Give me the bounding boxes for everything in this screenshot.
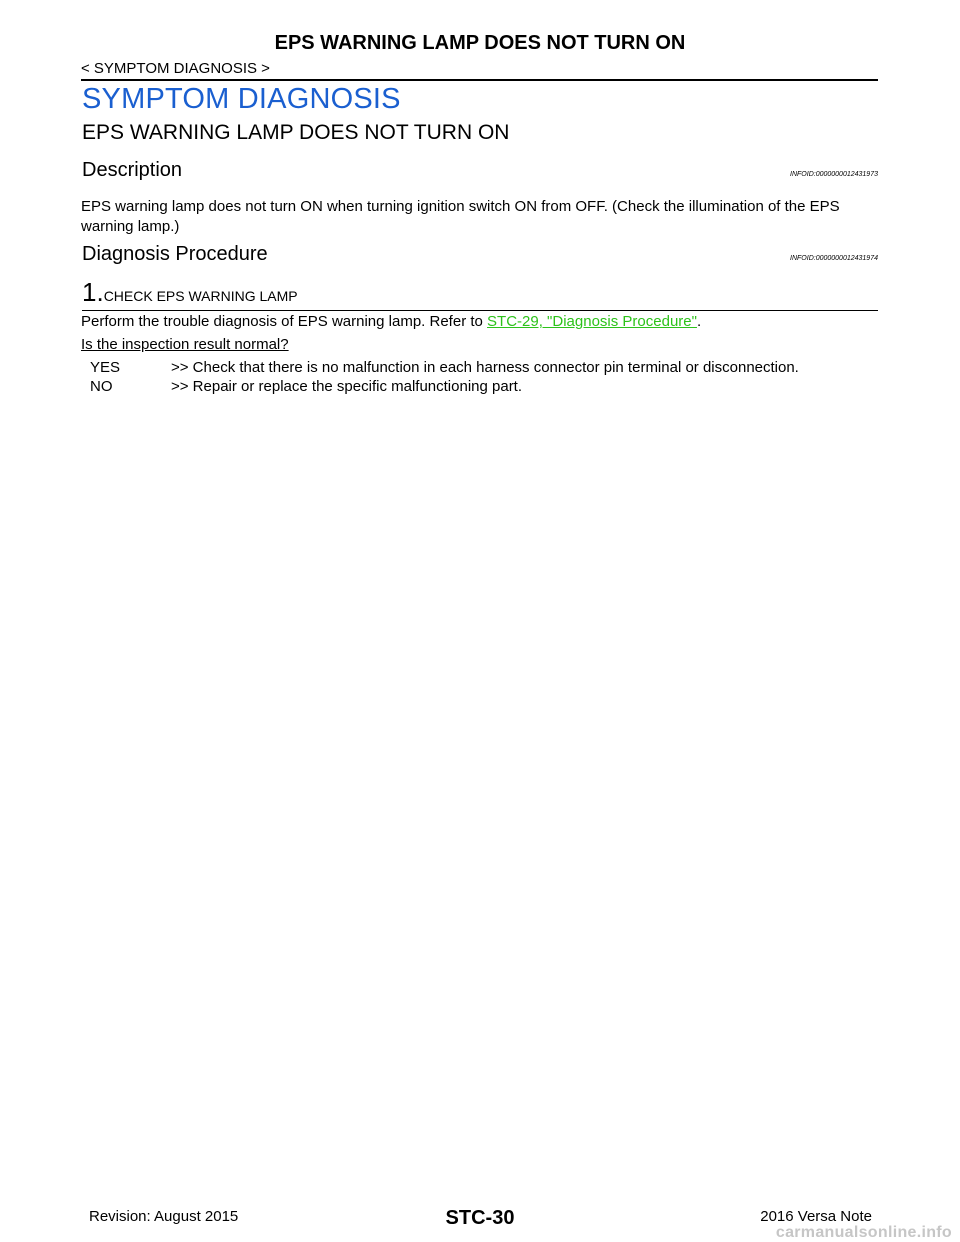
page-header-title: EPS WARNING LAMP DOES NOT TURN ON [274, 32, 686, 54]
answer-yes-text: >> Check that there is no malfunction in… [171, 359, 799, 376]
procedure-infoid: INFOID:0000000012431974 [790, 255, 878, 262]
description-heading: Description [82, 159, 183, 181]
procedure-heading: Diagnosis Procedure [82, 243, 268, 265]
step-number: 1. [82, 277, 104, 307]
footer-model: 2016 Versa Note [760, 1208, 872, 1225]
description-text: EPS warning lamp does not turn ON when t… [81, 198, 840, 235]
footer-revision: Revision: August 2015 [89, 1208, 239, 1225]
answer-yes-key: YES [90, 359, 121, 376]
description-infoid: INFOID:0000000012431973 [790, 171, 878, 178]
inspection-question: Is the inspection result normal? [81, 336, 289, 353]
step-instruction: Perform the trouble diagnosis of EPS war… [81, 312, 881, 332]
watermark: carmanualsonline.info [775, 1224, 952, 1241]
answer-yes: YES >> Check that there is no malfunction… [90, 358, 799, 377]
instruction-suffix: . [696, 313, 702, 330]
footer-page-number: STC-30 [445, 1207, 515, 1229]
instruction-prefix: Perform the trouble diagnosis of EPS war… [81, 313, 488, 330]
answer-no-key: NO [90, 378, 113, 395]
answer-no: NO >> Repair or replace the specific malf… [90, 377, 522, 396]
step-heading: 1.CHECK EPS WARNING LAMP [82, 277, 878, 311]
reference-link[interactable]: STC-29, "Diagnosis Procedure" [487, 313, 697, 330]
section-subtitle: EPS WARNING LAMP DOES NOT TURN ON [82, 121, 510, 144]
answer-no-text: >> Repair or replace the specific malfun… [171, 378, 523, 395]
section-title: SYMPTOM DIAGNOSIS [82, 83, 401, 115]
breadcrumb: < SYMPTOM DIAGNOSIS > [81, 60, 270, 77]
step-title: CHECK EPS WARNING LAMP [103, 288, 298, 304]
header-divider [81, 79, 878, 81]
